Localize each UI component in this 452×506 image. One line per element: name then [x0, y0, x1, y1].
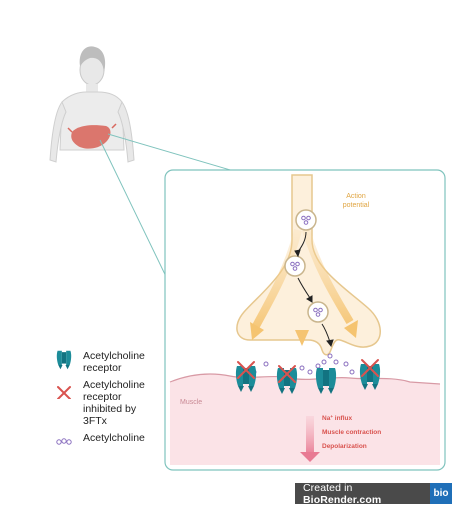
- muscle-label: Muscle: [180, 399, 202, 406]
- muscle-fiber: [170, 374, 440, 465]
- vesicle-3: [307, 301, 329, 323]
- acetylcholine-icon: [56, 438, 72, 445]
- human-figure: [49, 46, 135, 163]
- action-potential-arrows: [250, 178, 358, 346]
- legend-inhibited-line3: inhibited by: [83, 403, 137, 415]
- liver-organ: [71, 125, 111, 149]
- muscle-contraction-label: Muscle contraction: [322, 429, 381, 436]
- legend-inhibited: Acetylcholine receptor inhibited by 3FTx: [55, 379, 153, 427]
- badge-created-in: Created in: [303, 481, 353, 494]
- action-potential-label-2: potential: [343, 202, 370, 209]
- vesicle-2: [284, 255, 306, 277]
- vesicle-1: [295, 209, 317, 231]
- legend-inhibited-line2: receptor: [83, 391, 122, 403]
- action-potential-label: Action: [346, 193, 366, 200]
- legend-receptor-line2: receptor: [83, 362, 122, 374]
- receptor-icon: [56, 350, 72, 370]
- badge-brand: BioRender.com: [303, 493, 382, 506]
- legend-acetylcholine-label: Acetylcholine: [83, 432, 145, 444]
- vesicle-path-arrows: [294, 231, 334, 348]
- legend-receptor-line1: Acetylcholine: [83, 350, 145, 362]
- legend-inhibited-line4: 3FTx: [83, 415, 107, 427]
- inhibition-marks: [237, 359, 379, 383]
- legend-receptor: Acetylcholine receptor: [55, 350, 153, 374]
- depolarization-arrow: [306, 416, 314, 456]
- na-influx-label: Na+ influx: [322, 414, 352, 422]
- biorender-badge[interactable]: Created in BioRender.com bio: [295, 481, 452, 506]
- legend-acetylcholine: Acetylcholine: [55, 432, 153, 452]
- legend-inhibited-line1: Acetylcholine: [83, 379, 145, 391]
- depolarization-label: Depolarization: [322, 443, 367, 450]
- biorender-logo: bio: [430, 483, 452, 504]
- inhibition-x-icon: [57, 386, 71, 399]
